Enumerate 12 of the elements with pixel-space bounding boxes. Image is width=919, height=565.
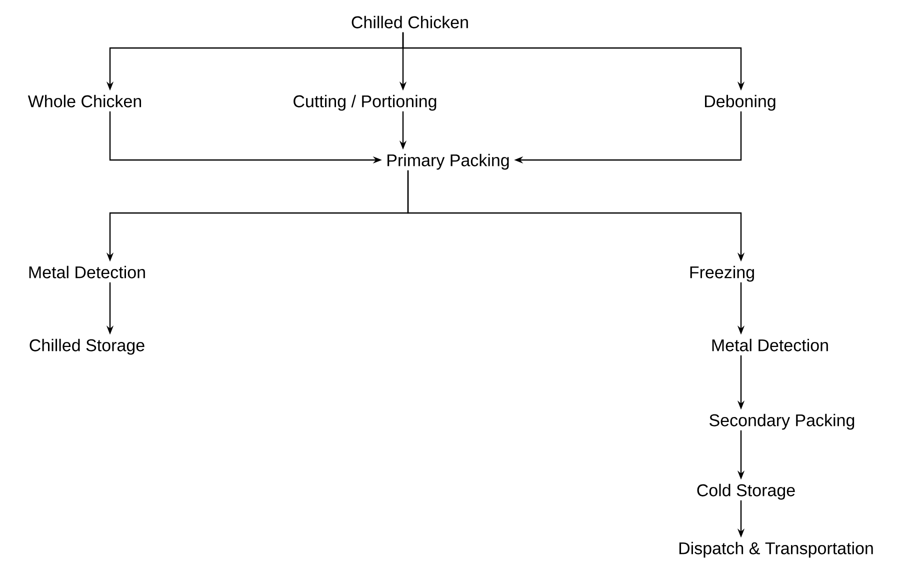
step-label: Chilled Storage [30, 338, 144, 355]
step-label: Primary Packing [388, 154, 509, 170]
step-label: Metal Detection [29, 266, 145, 278]
step-label: Cold Storage [697, 484, 795, 500]
step-label: Freezing [690, 266, 754, 282]
step-label: Metal Detection [712, 338, 828, 352]
step-label: Secondary Packing [710, 414, 854, 430]
step-label: Deboning [705, 94, 776, 111]
step-label: Whole Chicken [28, 94, 142, 108]
step-label: Cutting / Portioning [294, 94, 436, 111]
step-label: Dispatch & Transportation [679, 542, 873, 558]
step-label: Chilled Chicken [352, 16, 468, 28]
